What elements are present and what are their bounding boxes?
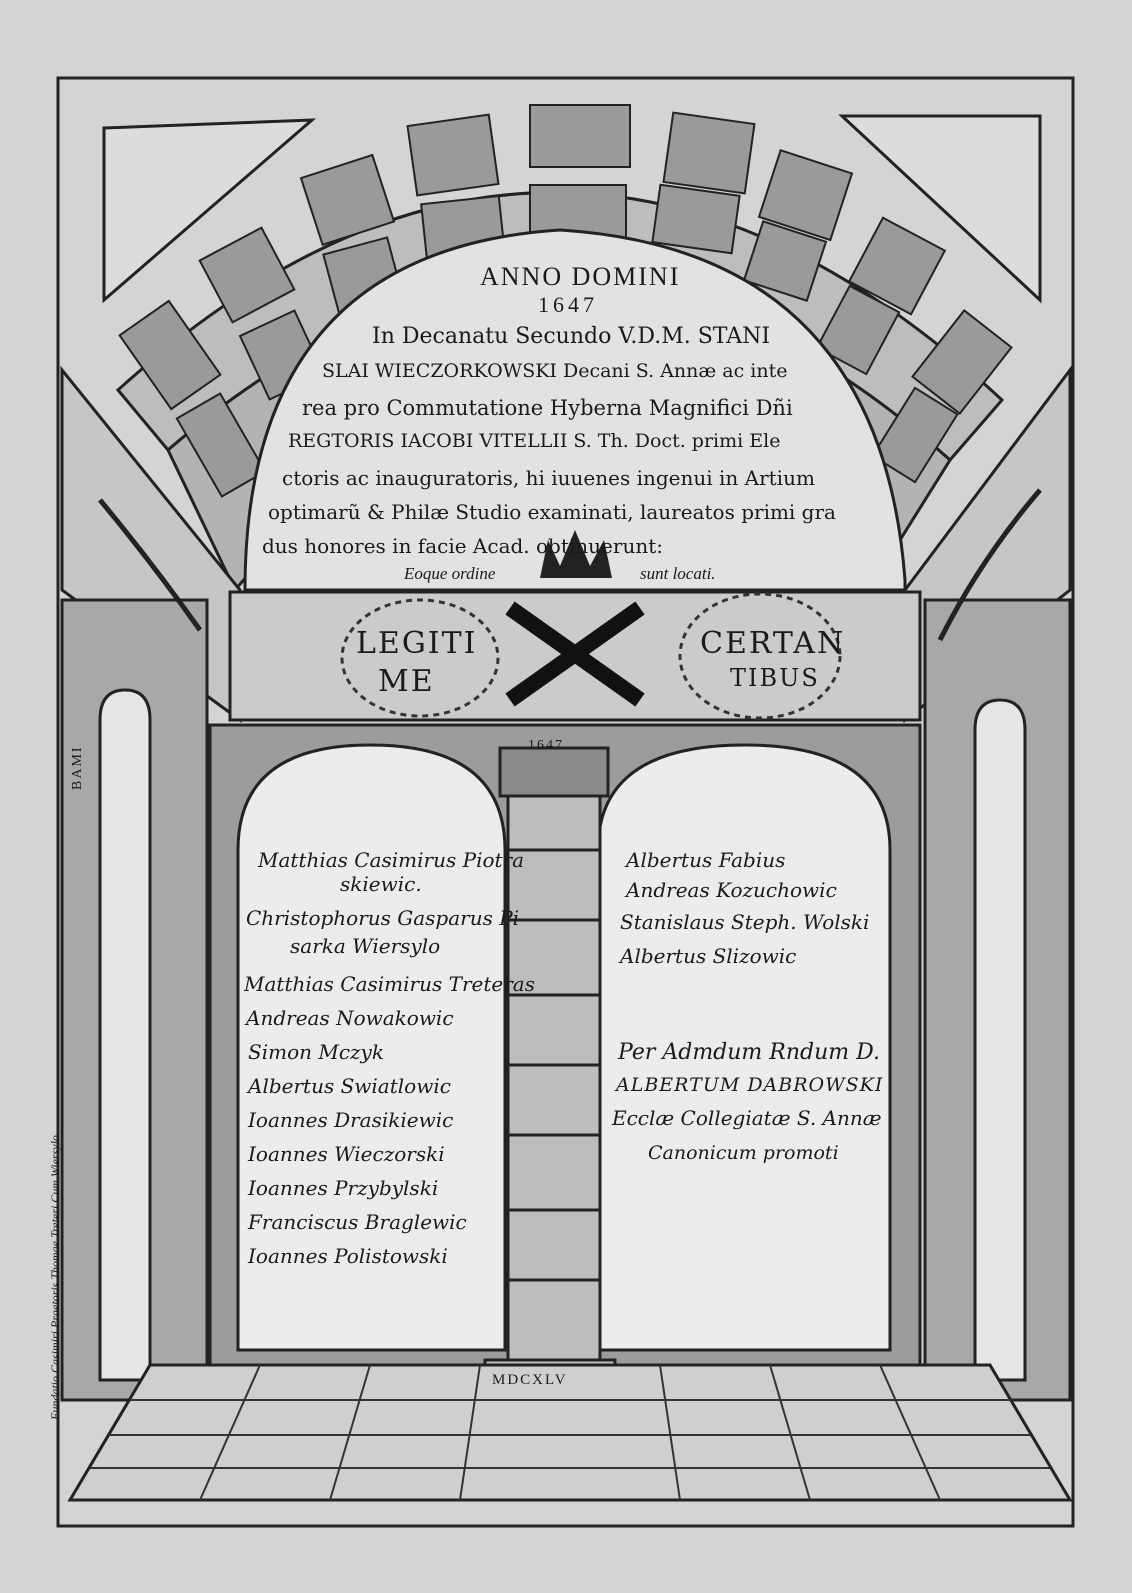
left-list-item: Ioannes Drasikiewic [248,1108,454,1132]
base-date: MDCXLV [492,1372,568,1388]
order-note-left: Eoque ordine [404,564,496,583]
left-list-item: Ioannes Wieczorski [248,1142,445,1166]
vertical-side-note: Fundatio Casimiri Praetoris Thomae Trete… [48,1135,62,1420]
central-column [506,758,602,1362]
inscription-line: REGTORIS IACOBI VITELLII S. Th. Doct. pr… [288,430,781,452]
inscription-line: In Decanatu Secundo V.D.M. STANI [372,324,771,349]
left-side-arch [98,688,152,1382]
floor-tiles [90,1364,1050,1501]
right-list-item: Albertus Fabius [626,848,786,872]
left-list-item: Simon Mczyk [248,1040,384,1064]
banner-left-line-1: LEGITI [356,626,478,661]
banner-right-line-2: TIBUS [730,664,820,692]
left-list-item: Franciscus Braglewic [248,1210,467,1234]
vertical-side-mark: BAMI [70,745,85,790]
palm-branch-icon [937,488,1042,642]
laurel-wreath-left [340,598,500,718]
coffer-cells [118,104,1013,498]
left-list-item: Matthias Casimirus Piotra [258,848,525,872]
floor [67,1363,1073,1502]
outer-frame [56,76,1075,1528]
order-note-right: sunt locati. [640,564,716,583]
column-date: 1647 [528,738,564,753]
left-list-item: Albertus Swiatlowic [248,1074,451,1098]
left-arch-panel [236,743,507,1352]
left-list-item: skiewic. [340,872,422,896]
promoter-line: Ecclæ Collegiatæ S. Annæ [612,1106,882,1130]
right-list-item: Stanislaus Steph. Wolski [620,910,870,934]
inscription-line: optimarũ & Philæ Studio examinati, laure… [268,500,836,524]
inscription-line: rea pro Commutatione Hyberna Magnifici D… [302,396,793,420]
left-list-item: Ioannes Przybylski [248,1176,439,1200]
anno-domini-title: ANNO DOMINI [480,262,681,291]
left-list-item: Christophorus Gasparus Pi [246,906,520,930]
crossed-keys-icon [505,601,645,707]
column-drums [508,848,600,1282]
banner-right-line-1: CERTAN [700,626,846,661]
laurel-wreath-right [678,592,842,720]
inscription-line: ctoris ac inauguratoris, hi iuuenes inge… [282,466,815,490]
corner-triangle-right [838,114,1042,304]
lunette [243,228,907,592]
right-side-arch [973,698,1027,1382]
promoter-line: Canonicum promoti [648,1142,839,1164]
anno-year: 1647 [538,292,598,317]
corner-triangle-left [102,118,317,304]
banner-left-line-2: ME [378,664,435,699]
inscription-line: dus honores in facie Acad. obtinuerunt: [262,534,663,558]
right-arch-panel [596,743,892,1352]
inscription-line: SLAI WIECZORKOWSKI Decani S. Annæ ac int… [322,360,788,382]
left-list-item: Andreas Nowakowic [246,1006,454,1030]
left-list-item: Ioannes Polistowski [248,1244,448,1268]
left-list-item: sarka Wiersylo [290,934,441,958]
right-list-item: Albertus Slizowic [620,944,797,968]
crown-icon [540,530,612,578]
promoter-line: Per Admdum Rndum D. [618,1040,880,1065]
left-list-item: Matthias Casimirus Treteras [244,972,535,996]
promoter-line: ALBERTUM DABROWSKI [616,1074,884,1096]
right-list-item: Andreas Kozuchowic [626,878,837,902]
olive-branch-icon [98,498,203,632]
column-capital [498,746,610,798]
